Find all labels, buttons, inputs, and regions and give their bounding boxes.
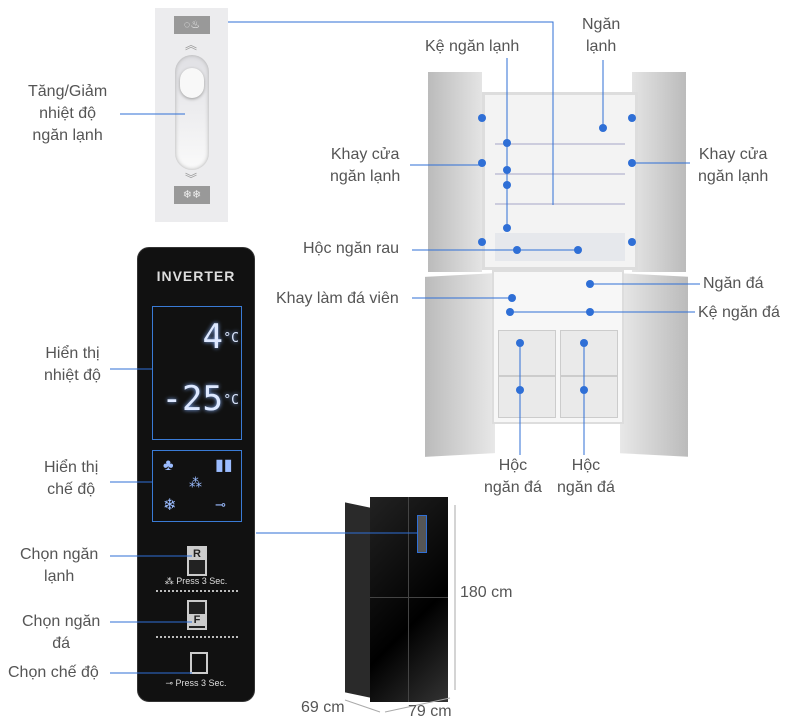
fridge-select-button[interactable]: R (187, 546, 207, 576)
leaf-icon: ♣ (163, 457, 174, 474)
bottle-icon: ▮▮ (215, 457, 233, 474)
grape-icon: ⁂ (189, 475, 202, 490)
label-slider: Tăng/Giảm nhiệt độ ngăn lạnh (28, 83, 108, 144)
freezer-compartment (492, 270, 624, 424)
label-vegetable-drawer: Hộc ngăn rau (303, 240, 400, 257)
chevron-up-icon: ︽ (185, 38, 198, 52)
fridge-temp: 4 (202, 317, 223, 357)
press-hint-1: ⁂ Press 3 Sec. (164, 576, 228, 586)
key-icon: ⊸ (215, 497, 226, 512)
label-freezer-drawer-1: Hộc ngăn đá (484, 457, 542, 496)
label-mode-display: Hiển thị chế độ (44, 459, 99, 498)
freezer-temp: -25 (161, 379, 223, 419)
label-door-tray-left: Khay cửa ngăn lạnh (330, 146, 401, 185)
label-freezer-drawer-2: Hộc ngăn đá (557, 457, 615, 496)
fridge-unit: °C (223, 331, 239, 346)
freezer-drawer (498, 330, 556, 376)
slider-knob[interactable] (180, 68, 204, 98)
dimension-width: 79 cm (408, 703, 452, 720)
freezer-unit: °C (223, 393, 239, 408)
dimension-depth: 69 cm (301, 699, 345, 716)
label-ice-tray: Khay làm đá viên (276, 290, 399, 307)
press-hint-2: ⊸ Press 3 Sec. (165, 678, 227, 688)
label-temp-display: Hiển thị nhiệt độ (44, 345, 101, 384)
fridge-left-door (428, 72, 482, 272)
label-select-mode: Chọn chế độ (8, 664, 99, 681)
temperature-display: 4 °C -25 °C (152, 306, 242, 440)
colder-icon: ❄❄ (174, 186, 210, 204)
snowflake-icon: ❄ (163, 497, 177, 514)
press-text-2: Press 3 Sec. (175, 678, 227, 688)
fridge-right-door (632, 72, 686, 272)
label-freezer-shelf: Kệ ngăn đá (698, 304, 780, 321)
mode-select-button[interactable] (190, 652, 208, 674)
control-panel: INVERTER 4 °C -25 °C ♣ ▮▮ ⁂ ❄ ⊸ R ⁂ Pres… (137, 247, 255, 702)
brand-logo: INVERTER (156, 268, 236, 284)
label-select-freezer: Chọn ngăn đá (22, 613, 101, 652)
small-fridge-front (370, 497, 448, 702)
label-door-tray-right: Khay cửa ngăn lạnh (698, 146, 769, 185)
f-label: F (189, 614, 205, 626)
divider (156, 636, 238, 638)
mode-display: ♣ ▮▮ ⁂ ❄ ⊸ (152, 450, 242, 522)
chevron-down-icon: ︾ (185, 172, 198, 186)
label-freezer: Ngăn đá (703, 275, 764, 292)
warmer-icon: ◌♨ (174, 16, 210, 34)
small-fridge-display (417, 515, 427, 553)
shelf (495, 203, 625, 205)
r-label: R (189, 548, 205, 560)
label-fridge-compartment: Ngăn lạnh (582, 16, 621, 55)
divider (156, 590, 238, 592)
dimension-height: 180 cm (460, 584, 513, 601)
label-fridge-shelf: Kệ ngăn lạnh (425, 38, 520, 55)
press-text-1: Press 3 Sec. (176, 576, 228, 586)
label-select-fridge: Chọn ngăn lạnh (20, 546, 99, 585)
shelf (495, 173, 625, 175)
freezer-drawer (498, 376, 556, 418)
freezer-drawer (560, 376, 618, 418)
freezer-drawer (560, 330, 618, 376)
shelf (495, 143, 625, 145)
